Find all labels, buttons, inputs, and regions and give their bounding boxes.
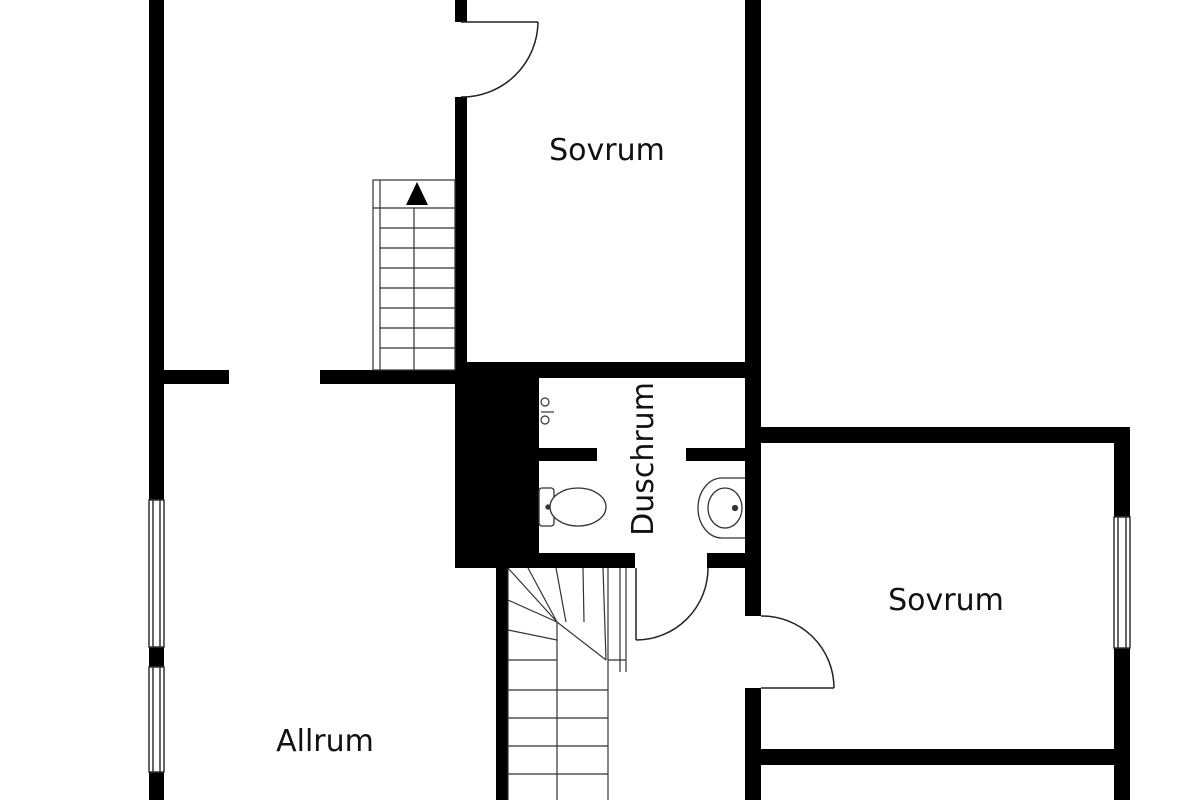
- wall-sovrum-right-west-lower: [745, 688, 761, 800]
- room-label-sovrum-top: Sovrum: [549, 133, 665, 168]
- wall-bath-right: [745, 432, 761, 568]
- chimney-block: [455, 362, 539, 568]
- wall-sovrum-right-top: [745, 427, 1130, 443]
- room-label-sovrum-right: Sovrum: [888, 583, 1004, 618]
- door-swing-icon: [760, 615, 835, 689]
- wall-sovrum-right-east-upper: [1114, 427, 1130, 517]
- wall-sovrum-right-east-lower: [1114, 648, 1130, 758]
- wall-sovrum-right-bottom: [745, 749, 1130, 765]
- window-icon: [1113, 516, 1131, 649]
- window-icon: [148, 666, 165, 773]
- wall-bath-bottom-left: [455, 553, 635, 568]
- wall-stair-left: [496, 553, 508, 800]
- sink-icon: [697, 477, 745, 539]
- stair-arrow-icon: [406, 182, 428, 205]
- stair-upper: [372, 179, 456, 371]
- wall-bottom-right-east: [1114, 765, 1130, 800]
- windows: [148, 499, 1131, 773]
- wall-sovrum-right-west-upper: [745, 568, 761, 616]
- walls: [149, 0, 1130, 800]
- wall-sovrum-left-top: [455, 0, 467, 22]
- wall-bath-partition-right: [686, 448, 746, 461]
- door-swing-icon: [460, 21, 539, 98]
- doors: [460, 21, 835, 689]
- room-label-duschrum: Duschrum: [626, 382, 661, 536]
- wall-bath-partition-left: [539, 448, 597, 461]
- toilet-icon: [538, 487, 607, 527]
- wall-sovrum-right: [745, 0, 761, 432]
- wall-left-mid: [149, 647, 164, 667]
- stair-lower: [507, 567, 627, 800]
- window-icon: [148, 499, 165, 648]
- wall-left-lower: [149, 772, 164, 800]
- wall-sovrum-left: [455, 97, 467, 377]
- door-swing-icon: [635, 567, 709, 641]
- wall-allrum-top-right: [320, 370, 460, 384]
- room-label-allrum: Allrum: [276, 724, 374, 759]
- wall-left-upper: [149, 0, 164, 500]
- faucet-icon: [540, 397, 554, 425]
- wall-allrum-top-left: [149, 370, 229, 384]
